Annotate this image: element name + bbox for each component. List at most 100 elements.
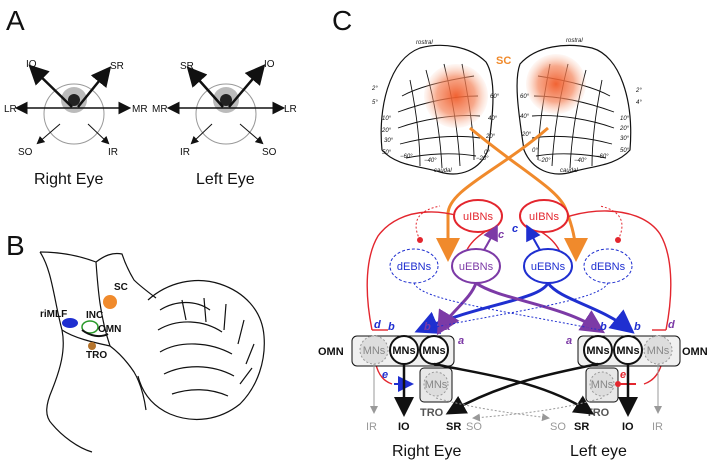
inc-outline (81, 320, 99, 334)
left-eye-title: Left Eye (196, 171, 255, 188)
sc-projection-left (436, 126, 549, 262)
tro-mns-right (589, 371, 615, 397)
letter-b-right-2: b (634, 321, 641, 333)
letter-d-right: d (668, 319, 675, 331)
muscle-sr-right-eye: SR (446, 421, 461, 433)
panel-c-letter: C (332, 5, 352, 36)
mns-label: MNs (392, 345, 415, 357)
label-ir-left: IR (180, 147, 190, 158)
mns-label: MNs (616, 345, 639, 357)
uibn-right-label: uIBNs (529, 211, 559, 223)
sc-right-caudal: caudal (560, 168, 578, 174)
sc-dot (103, 295, 117, 309)
sc-left-tick: 2° (371, 86, 378, 92)
inc-label: INC (86, 310, 103, 321)
sc-left-tick-r: 40° (488, 116, 498, 122)
red-dotted-paths (415, 205, 623, 241)
uibn-right-node (519, 199, 569, 233)
panel-a-letter: A (6, 5, 25, 36)
letter-a-right: a (586, 321, 592, 333)
muscle-so-left-eye: SO (550, 421, 566, 433)
mns-label: MNs (422, 345, 445, 357)
letter-b-left: b (388, 321, 395, 333)
sc-map-left (380, 44, 494, 175)
muscle-so-right-eye: SO (466, 421, 482, 433)
uibn-left-label: uIBNs (463, 211, 493, 223)
sc-right-tick-r: 10° (620, 116, 630, 122)
tro-mns-left (423, 371, 449, 397)
letter-c-right: c (512, 223, 518, 235)
mns-cells (359, 335, 673, 365)
red-terminal (615, 237, 621, 243)
left-eye-diagram (166, 64, 286, 145)
panel-b-letter: B (6, 230, 25, 261)
label-so-left: SO (262, 147, 277, 158)
sc-left-tick-r: −60° (400, 154, 413, 160)
mns-label: MNs (586, 345, 609, 357)
debn-right-label: dEBNs (591, 261, 626, 273)
right-eye-diagram (14, 64, 132, 145)
letter-e-right: e (620, 369, 626, 381)
sc-right-tick: 0° (532, 148, 538, 154)
red-terminal (417, 237, 423, 243)
label-ir: IR (108, 147, 118, 158)
letter-d-left: d (374, 319, 381, 331)
omn-label-left: OMN (318, 346, 344, 358)
sc-right-tick-r: 50° (620, 148, 630, 154)
label-lr: LR (4, 104, 17, 115)
label-io: IO (26, 59, 37, 70)
ebn-projections (414, 281, 635, 336)
sc-map-right (516, 44, 632, 175)
rimlf-label: riMLF (40, 309, 67, 320)
sc-title: SC (496, 55, 511, 67)
debn-left-label: dEBNs (397, 261, 432, 273)
omn-label-right: OMN (682, 346, 708, 358)
mns-label: MNs (363, 345, 386, 357)
sc-right-tick-r: 2° (635, 88, 642, 94)
panel-c-right-eye: Right Eye (392, 443, 461, 460)
label-mr: MR (132, 104, 148, 115)
muscle-ir-right-eye: IR (366, 421, 377, 433)
letter-e-left: e (382, 369, 388, 381)
sc-right-tick-r: 30° (620, 136, 630, 142)
letter-b-left-2: b (424, 321, 431, 333)
sc-left-tick: 5° (372, 100, 378, 106)
sc-left-tick: 10° (382, 116, 392, 122)
tro-mns-label: MNs (591, 379, 614, 391)
sc-right-tick-r: 20° (619, 126, 630, 132)
sc-left-tick-r: 0° (484, 150, 490, 156)
rimlf-blob (62, 318, 78, 328)
red-terminal (615, 381, 621, 387)
letter-b-right: b (600, 321, 607, 333)
arrow-c-left (483, 224, 498, 251)
muscle-ir-left-eye: IR (652, 421, 663, 433)
sc-projection-right (469, 126, 588, 262)
sc-right-rostral: rostral (566, 38, 583, 44)
brain-outline (39, 251, 265, 453)
sc-label: SC (114, 282, 128, 293)
uebn-left-label: uEBNs (459, 261, 494, 273)
tro-label-left: TRO (420, 407, 444, 419)
uebn-right-label: uEBNs (531, 261, 566, 273)
label-so: SO (18, 147, 33, 158)
tro-label-right: TRO (586, 407, 610, 419)
sc-left-tick: 30° (384, 138, 394, 144)
omn-label: OMN (98, 324, 121, 335)
tro-label: TRO (86, 350, 107, 361)
mns-label: MNs (647, 345, 670, 357)
sc-left-tick-r: 60° (490, 94, 500, 100)
label-mr-left: MR (152, 104, 168, 115)
arrow-c-right (526, 224, 541, 251)
debn-projections (413, 282, 609, 331)
sc-right-tick: −20° (538, 158, 551, 164)
sc-left-caudal: caudal (434, 168, 452, 174)
sc-left-rostral: rostral (416, 40, 433, 46)
panel-c-left-eye: Left eye (570, 443, 627, 460)
omn-marker (81, 329, 109, 338)
label-sr-left: SR (180, 61, 194, 72)
uibn-left-node (453, 199, 503, 233)
tro-mns-label: MNs (425, 379, 448, 391)
sc-left-tick-r: 20° (485, 134, 496, 140)
right-eye-title: Right Eye (34, 171, 103, 188)
